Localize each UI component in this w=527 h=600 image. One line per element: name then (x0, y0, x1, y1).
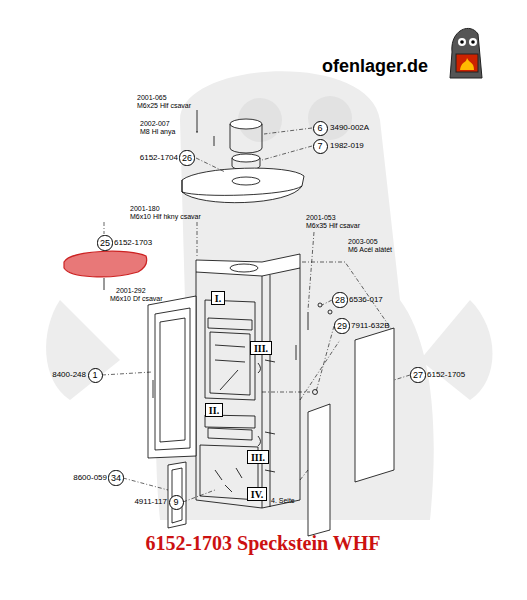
part-label: 6152-1703 (114, 239, 152, 247)
part-label: 2001-065 (137, 94, 167, 101)
callout-number: 27 (410, 367, 425, 382)
callout-number: 26 (179, 150, 194, 165)
callout-number: 9 (169, 495, 184, 510)
node-text: 1 (92, 370, 97, 380)
node-text: 29 (337, 321, 347, 331)
section-marker: II. (205, 403, 223, 417)
node-text: III. (254, 343, 268, 354)
diagram-title: 6152-1703 Speckstein WHF (145, 532, 380, 555)
node-text: 28 (335, 295, 345, 305)
node-text: 25 (100, 238, 110, 248)
callout-number: 34 (108, 470, 123, 485)
part-label: 2003-005 (348, 238, 378, 245)
part-label: 1982-019 (330, 142, 364, 150)
speckstein-part (64, 251, 147, 277)
callout-number: 1 (88, 368, 103, 383)
part-label: 6152-1704 (140, 154, 178, 162)
callout-number: 6 (313, 121, 328, 136)
part-label: 7911-632B (351, 322, 390, 330)
part-label: 2001-053 (306, 214, 336, 221)
callout-number: 7 (313, 139, 328, 154)
part-label: M6 Acél alátét (348, 246, 392, 253)
section-marker: I. (211, 291, 225, 305)
node-text: II. (209, 405, 219, 416)
callout-number: 28 (332, 292, 347, 307)
node-text: 34 (111, 473, 121, 483)
logo-text: ofenlager.de (322, 57, 428, 75)
callout-number: 29 (334, 318, 349, 333)
callout-number: 25 (97, 235, 112, 250)
part-label: 3490-002A (330, 124, 369, 132)
screw (104, 278, 105, 290)
node-text: I. (215, 293, 221, 304)
part-label: M6x35 Hlf csavar (306, 222, 360, 229)
part-label: 2001-292 (116, 287, 146, 294)
node-text: IV. (251, 489, 263, 500)
part-label: M6x25 Hlf csavar (137, 102, 191, 109)
logo-mascot (450, 28, 482, 78)
section-marker: IV. (247, 487, 267, 501)
stove-lines (148, 110, 394, 536)
part-label: 8600-059 (73, 474, 107, 482)
node-text: III. (251, 452, 265, 463)
node-text: 6 (317, 123, 322, 133)
part-label: 4911-117 (134, 498, 167, 506)
leader-lines (102, 128, 410, 502)
node-text: 27 (413, 370, 423, 380)
node-text: 26 (182, 153, 192, 163)
watermark-figure (46, 71, 492, 520)
node-text: 7 (317, 141, 322, 151)
part-label: M8 Hl anya (140, 128, 175, 135)
part-label: M6x10 Df csavar (110, 295, 163, 302)
part-label: 4. Seite (271, 497, 295, 504)
part-label: 8400-248 (52, 371, 86, 379)
section-marker: III. (247, 450, 269, 464)
part-label: 6536-017 (349, 296, 383, 304)
part-label: M6x10 Hlf hkny csavar (130, 213, 201, 220)
part-label: 2001-180 (130, 205, 160, 212)
section-marker: III. (250, 341, 272, 355)
part-label: 6152-1705 (427, 371, 465, 379)
part-label: 2002-007 (140, 120, 170, 127)
node-text: 9 (173, 497, 178, 507)
